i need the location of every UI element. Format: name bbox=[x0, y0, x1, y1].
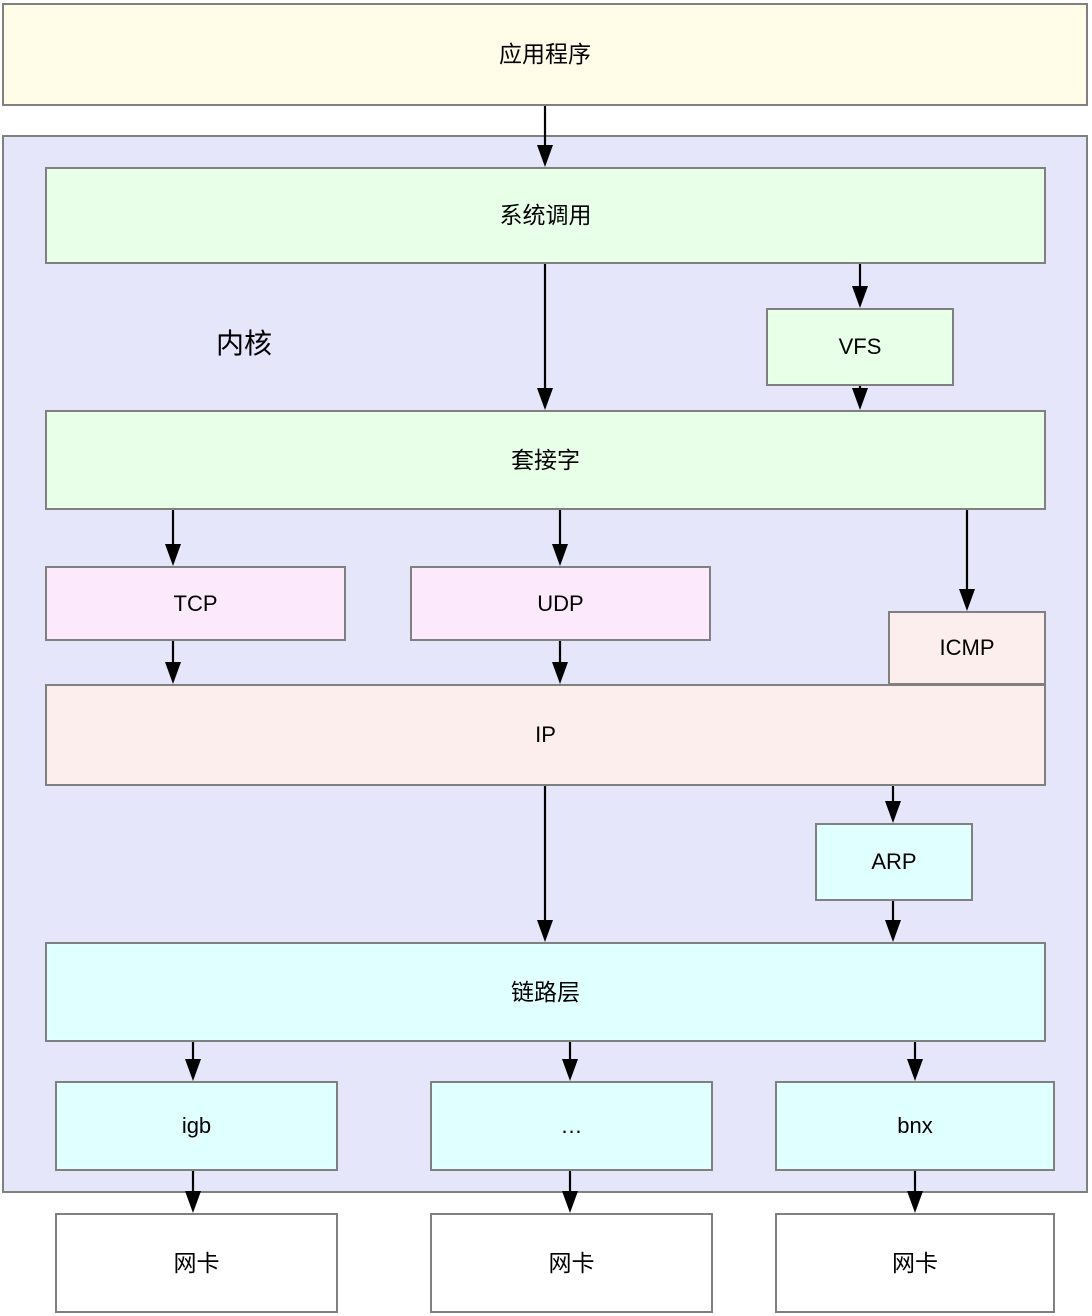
nic-label-2: 网卡 bbox=[548, 1249, 595, 1276]
vfs-box[interactable]: VFS bbox=[766, 308, 954, 386]
driver-box-igb[interactable]: igb bbox=[55, 1081, 338, 1171]
driver-box-ellipsis[interactable]: … bbox=[430, 1081, 713, 1171]
tcp-label: TCP bbox=[173, 590, 218, 616]
arp-box[interactable]: ARP bbox=[815, 823, 973, 901]
nic-label-1: 网卡 bbox=[173, 1249, 220, 1276]
socket-box[interactable]: 套接字 bbox=[45, 410, 1046, 510]
nic-box-1[interactable]: 网卡 bbox=[55, 1213, 338, 1313]
kernel-label: 内核 bbox=[216, 328, 273, 359]
application-box[interactable]: 应用程序 bbox=[2, 3, 1088, 106]
driver-label-ellipsis: … bbox=[560, 1113, 583, 1138]
tcp-box[interactable]: TCP bbox=[45, 566, 346, 641]
driver-label-igb: igb bbox=[181, 1113, 212, 1138]
link-layer-box[interactable]: 链路层 bbox=[45, 942, 1046, 1042]
icmp-box[interactable]: ICMP bbox=[888, 611, 1046, 685]
driver-label-bnx: bnx bbox=[897, 1113, 933, 1138]
udp-label: UDP bbox=[537, 590, 584, 616]
socket-label: 套接字 bbox=[511, 446, 580, 473]
syscall-box[interactable]: 系统调用 bbox=[45, 167, 1046, 264]
vfs-label: VFS bbox=[838, 334, 882, 359]
icmp-label: ICMP bbox=[939, 635, 995, 660]
udp-box[interactable]: UDP bbox=[410, 566, 711, 641]
nic-box-3[interactable]: 网卡 bbox=[775, 1213, 1055, 1313]
link-layer-label: 链路层 bbox=[511, 978, 580, 1005]
nic-label-3: 网卡 bbox=[892, 1249, 938, 1276]
nic-box-2[interactable]: 网卡 bbox=[430, 1213, 713, 1313]
driver-box-bnx[interactable]: bnx bbox=[775, 1081, 1055, 1171]
syscall-label: 系统调用 bbox=[499, 202, 592, 228]
ip-label: IP bbox=[535, 722, 556, 747]
arp-label: ARP bbox=[871, 849, 917, 874]
application-label: 应用程序 bbox=[499, 41, 591, 67]
ip-box[interactable]: IP bbox=[45, 684, 1046, 786]
